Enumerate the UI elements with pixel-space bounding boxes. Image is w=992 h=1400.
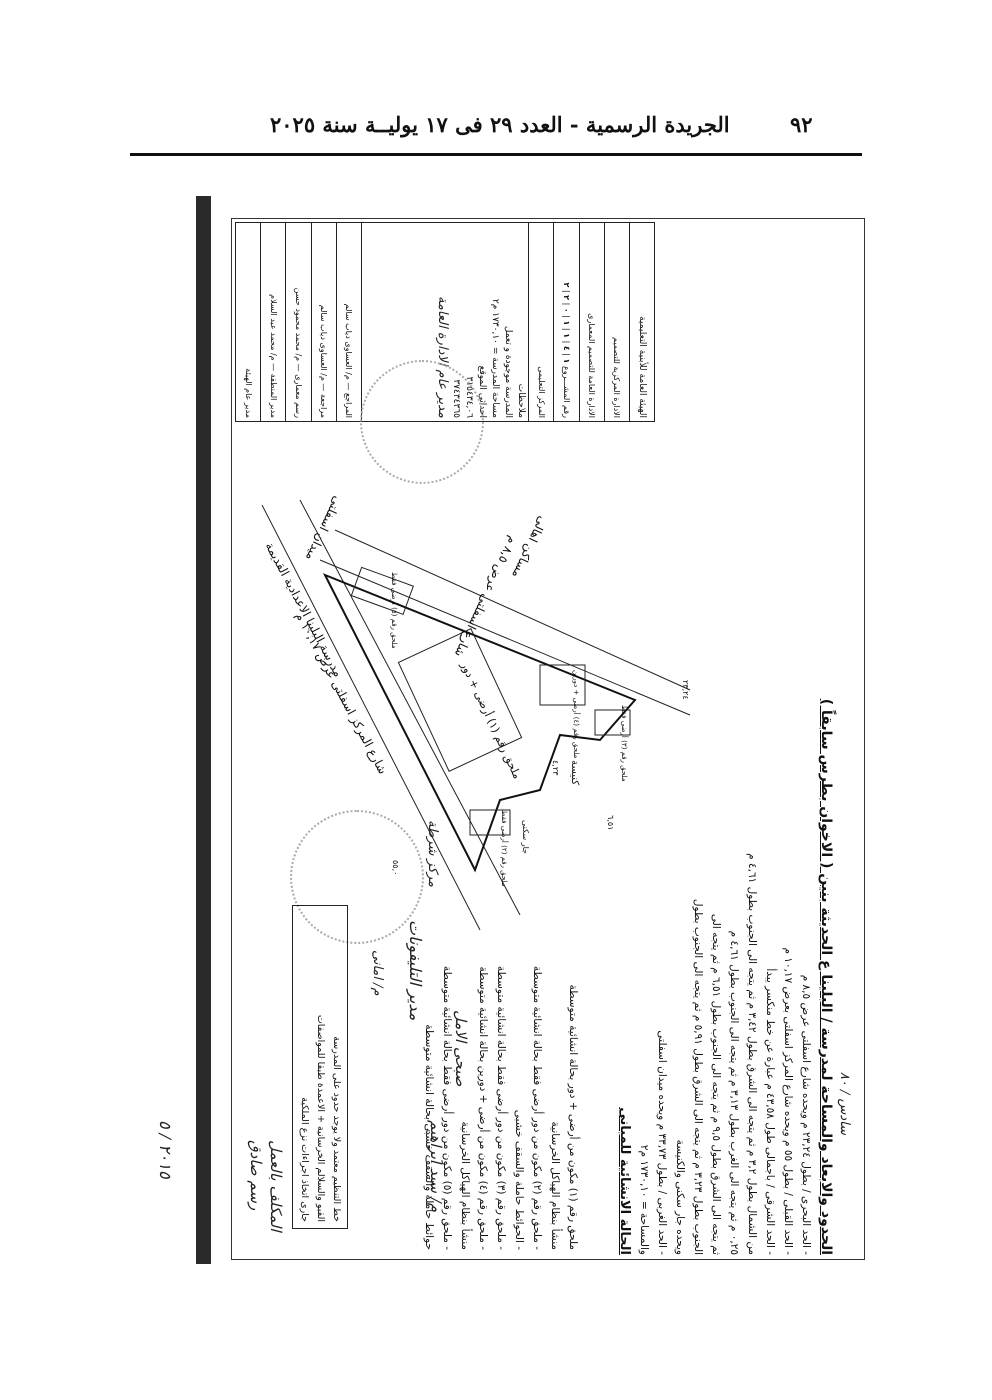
status-line: - الحوائط حاملة والسقف خشبى (513, 1109, 525, 1250)
official-stamp (290, 810, 424, 944)
annex-4-label: ملحق رقم (٤) أرضى + دورين (572, 670, 580, 759)
street-edge (334, 529, 691, 691)
status-line: ملحق رقم (١) مكون من أرضى + دور بحالة ان… (567, 984, 579, 1251)
text-line: من الشمال بطول ٣,٢ م ثم يتجه الى الشرق ب… (746, 853, 758, 1255)
annex-3-outline (594, 709, 631, 736)
text-line: ويحده جار سكنى والكنيسة (674, 1139, 686, 1255)
annex-5-outline (350, 566, 414, 615)
neighbor-label: جار سكنى (521, 820, 530, 854)
text-line: - الحد الغربى / بطول ٣٣,٧٣ م ويحده ميدان… (656, 1030, 668, 1255)
annotation: سادس / ٨٠ (837, 1071, 852, 1135)
header-rule (130, 153, 862, 156)
text-line: والمساحة = ١٧٣٠,١٠ م٢ (638, 1144, 650, 1255)
status-line: - ملحق رقم (٢) مكون من دور أرضى فقط بحال… (531, 965, 543, 1250)
status-line: منشأ بنظام الهياكل الخرسانية (549, 1121, 561, 1250)
text-line: ثم يتجه الى الشرق بطول ٩,٥ م ثم يتجه الى… (710, 913, 722, 1255)
status-line: - ملحق رقم (٤) مكون من أرضى + دورين بحال… (477, 966, 489, 1250)
note-box: خط التنظيم معتمد ولا يوجد حدود على المدر… (292, 905, 348, 1229)
text-line: - الحد البحرى / بطول ٢٣,٢٤ م ويحده شارع … (800, 974, 812, 1255)
signature: رسم صادق (247, 1140, 265, 1211)
note-line: القبو والسلالم الخرسانية + الاعمدة طبقا … (315, 1014, 326, 1222)
text-line: - الحد الشرقى / باجمالى طول ٤٣,٥٨ م عبار… (764, 968, 776, 1255)
official-stamp (360, 360, 484, 484)
police-label: مركز شرطة (425, 820, 440, 888)
handwritten-date: ٢٠١٥ / ٥ (156, 1120, 175, 1179)
signature: المكلف بالعمل (267, 1140, 285, 1232)
boundaries-heading: الحدود والابعاد والمساحة لمدرسة / البلين… (818, 698, 834, 1255)
drawing-frame (231, 218, 865, 1260)
status-heading: الحالة الانشائية للمبانى (617, 1107, 632, 1255)
school-boundary (322, 573, 637, 873)
annex-2-outline (469, 809, 511, 836)
signature: صبحى الامل (452, 1010, 470, 1087)
annex-1-outline (397, 628, 523, 772)
annex-5-label: ملحق رقم (٥) أرضى فقط (390, 572, 398, 649)
main-text: سادس / ٨٠ الحدود والابعاد والمساحة لمدرس… (577, 698, 852, 1255)
text-line: الجنوب بطول ٣,٢٣ م ثم يتجه الى الشرق بطو… (692, 898, 704, 1255)
signature: م/ امانى (370, 950, 385, 996)
status-line: - ملحق رقم (٣) مكون من دور أرضى فقط بحال… (495, 965, 507, 1250)
signature: مدير التليفونات (406, 920, 425, 1021)
scan-edge (196, 196, 211, 1264)
signature: م/ سيد ابراهيم (427, 1120, 445, 1213)
street-edge (261, 504, 481, 931)
note-line: جارى اتخاذ اجراءات نزع الملكية (299, 1097, 310, 1222)
gazette-header: الجريدة الرسمية - العدد ٢٩ فى ١٧ يوليــة… (270, 112, 730, 137)
text-line: - الحد القبلى / بطول ٥٥ م ويحده شارع الم… (782, 947, 794, 1255)
page-number: ٩٢ (790, 112, 813, 137)
dimension-label: ٢٣,٢٤ (681, 680, 690, 700)
dimension-label: ٤,٢٣ (551, 760, 560, 776)
street-edge (319, 559, 691, 716)
text-line: ٠,٢٥ م ثم يتجه الى الغرب بطول ٣,١٣ م ثم … (728, 930, 740, 1255)
note-line: خط التنظيم معتمد ولا يوجد حدود على المدر… (331, 1036, 342, 1222)
annex-4-outline (539, 664, 586, 706)
